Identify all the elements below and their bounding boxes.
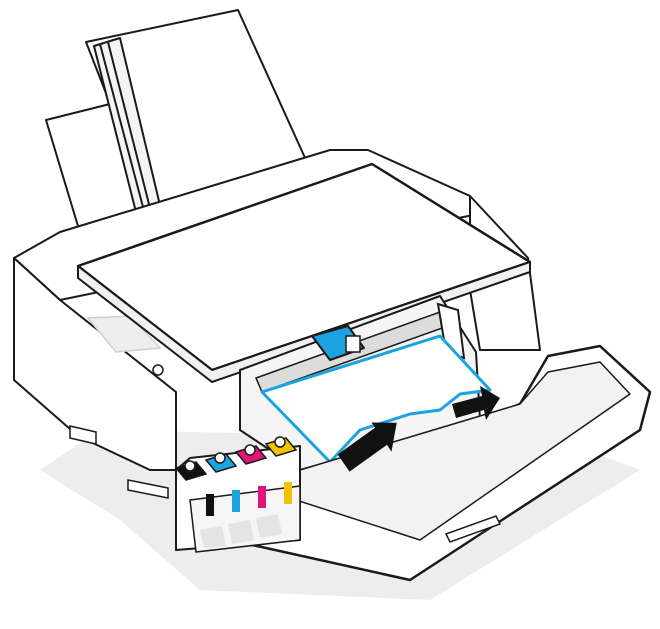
- ink-tank-cyan-cap: [204, 452, 238, 473]
- input-tray-paper: [45, 9, 307, 247]
- ink-window-black: [206, 494, 214, 516]
- ink-tank-magenta-cap: [234, 444, 268, 465]
- output-tray-inner: [295, 361, 631, 541]
- cavity-latch: [436, 302, 466, 360]
- ink-tank-black-cap: [174, 460, 208, 481]
- jammed-paper: [260, 334, 492, 464]
- ink-tank-yellow-cap: [264, 436, 298, 457]
- scanner-lid-edge: [77, 261, 531, 383]
- pull-arrow-right: [452, 386, 500, 420]
- printer-foot-front: [127, 479, 169, 499]
- power-button: [152, 364, 164, 376]
- output-tray-handle: [444, 515, 502, 543]
- print-carriage: [311, 325, 365, 361]
- ink-window-cyan: [232, 490, 240, 512]
- ink-window-yellow: [284, 482, 292, 504]
- control-panel: [86, 315, 162, 353]
- ink-window-magenta: [258, 486, 266, 508]
- ink-tank-labels: [200, 514, 282, 548]
- pull-arrow-left: [337, 422, 397, 472]
- printer-foot-left: [69, 425, 97, 445]
- printer-left-body: [13, 257, 177, 471]
